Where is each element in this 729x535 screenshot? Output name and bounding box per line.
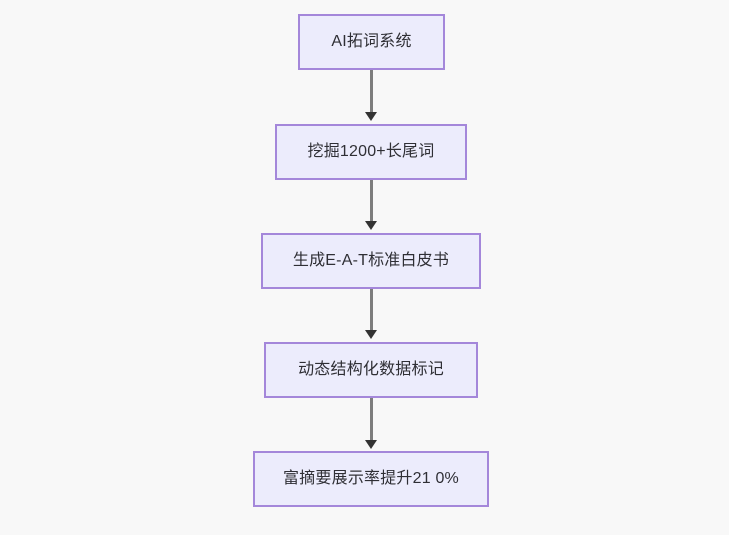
flow-node-dynamic-structured-data-markup[interactable]: 动态结构化数据标记 <box>264 342 478 398</box>
flow-node-ai-keyword-system[interactable]: AI拓词系统 <box>298 14 445 70</box>
edge-n4-n5-line <box>370 398 373 441</box>
flow-node-label: 挖掘1200+长尾词 <box>307 143 435 160</box>
edge-n4-n5-arrowhead <box>365 440 377 449</box>
flow-node-label: AI拓词系统 <box>331 33 412 50</box>
flow-node-label: 生成E-A-T标准白皮书 <box>292 252 450 269</box>
flow-node-mine-longtail-keywords[interactable]: 挖掘1200+长尾词 <box>275 124 467 180</box>
flow-node-generate-eat-whitepaper[interactable]: 生成E-A-T标准白皮书 <box>261 233 481 289</box>
edge-n3-n4-arrowhead <box>365 330 377 339</box>
edge-n2-n3-line <box>370 180 373 223</box>
edge-n2-n3-arrowhead <box>365 221 377 230</box>
edge-n3-n4-line <box>370 289 373 332</box>
edge-n1-n2-line <box>370 70 373 114</box>
edge-n1-n2-arrowhead <box>365 112 377 121</box>
flow-node-label: 动态结构化数据标记 <box>298 361 444 378</box>
flow-node-rich-snippet-rate-increase[interactable]: 富摘要展示率提升21 0% <box>253 451 489 507</box>
flow-node-label: 富摘要展示率提升21 0% <box>283 470 459 487</box>
